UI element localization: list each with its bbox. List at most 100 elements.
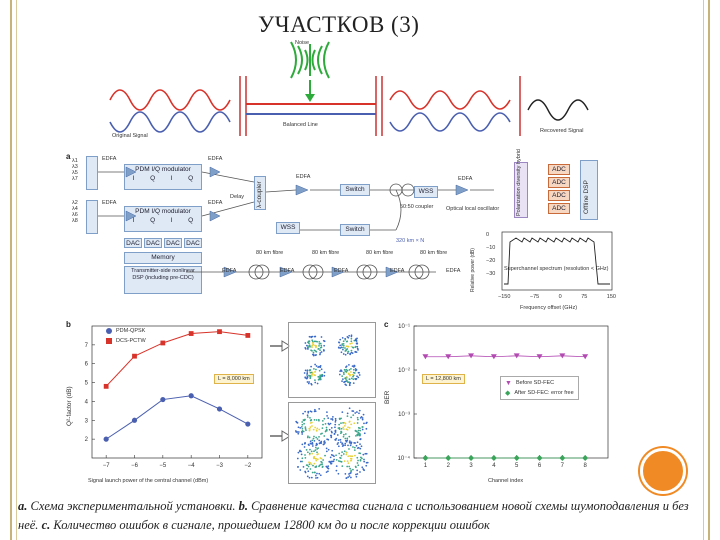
symbol-point	[338, 417, 341, 420]
symbol-point	[344, 422, 347, 425]
symbol-point	[304, 347, 307, 349]
data-point	[131, 417, 138, 423]
caption-a-text: Схема экспериментальной установки.	[27, 499, 239, 513]
x-tick-label: −3	[216, 463, 224, 469]
symbol-point	[314, 350, 317, 352]
symbol-point	[343, 433, 345, 436]
symbol-point	[347, 336, 350, 339]
symbol-point	[348, 373, 351, 376]
spectrum-xtick: −150	[498, 294, 511, 300]
symbol-point	[312, 464, 314, 467]
symbol-point	[355, 377, 358, 380]
symbol-point	[340, 351, 343, 354]
symbol-point	[312, 428, 315, 431]
symbol-point	[330, 427, 333, 429]
symbol-point	[350, 345, 353, 348]
symbol-point	[344, 353, 347, 356]
symbol-point	[344, 338, 347, 341]
symbol-point	[308, 436, 311, 439]
symbol-point	[353, 446, 356, 449]
symbol-point	[347, 476, 350, 478]
symbol-point	[318, 369, 321, 372]
y-tick-label: 2	[85, 437, 89, 443]
symbol-point	[347, 455, 350, 458]
adc-label: ADC	[552, 179, 566, 186]
symbol-point	[303, 446, 306, 448]
constellation-arrows	[270, 340, 290, 442]
symbol-point	[344, 442, 347, 445]
caption-b-label: b.	[238, 499, 248, 513]
symbol-point	[346, 465, 349, 468]
symbol-point	[318, 340, 321, 343]
symbol-point	[319, 366, 322, 369]
slide-decoration-dot	[640, 448, 686, 494]
symbol-point	[304, 454, 306, 456]
span-label: 80 km fibre	[420, 250, 448, 256]
symbol-point	[356, 433, 359, 436]
symbol-point	[354, 429, 357, 432]
input-label: λ5	[72, 170, 78, 176]
symbol-point	[361, 466, 364, 469]
symbol-point	[365, 452, 368, 455]
symbol-point	[315, 429, 318, 432]
symbol-point	[307, 410, 310, 413]
slide-left-rule	[10, 0, 12, 540]
symbol-point	[346, 348, 349, 350]
symbol-point	[314, 408, 316, 411]
mod-cell: Q	[188, 175, 194, 182]
input-label: λ8	[72, 218, 78, 224]
symbol-point	[336, 443, 339, 446]
symbol-point	[306, 451, 309, 454]
symbol-point	[332, 460, 335, 463]
constellation-clean	[288, 322, 376, 398]
symbol-point	[322, 443, 325, 446]
symbol-point	[350, 349, 353, 352]
symbol-point	[309, 426, 312, 429]
symbol-point	[356, 345, 359, 348]
symbol-point	[343, 460, 346, 463]
coupler-5050-label: 50:50 coupler	[400, 204, 434, 210]
data-point	[468, 353, 475, 359]
edfa-span-label: EDFA	[280, 268, 295, 274]
symbol-point	[297, 432, 300, 435]
symbol-point	[301, 427, 304, 430]
symbol-point	[307, 465, 310, 468]
symbol-point	[356, 469, 359, 472]
symbol-point	[325, 447, 328, 450]
legend-item: ◆ After SD-FEC: error free	[505, 388, 574, 398]
symbol-point	[320, 463, 322, 466]
symbol-point	[315, 442, 318, 445]
x-tick-label: 7	[561, 463, 565, 469]
data-point	[582, 455, 589, 461]
symbol-point	[351, 365, 354, 368]
symbol-point	[366, 461, 369, 464]
dac-row: DAC DAC DAC DAC	[124, 238, 202, 248]
symbol-point	[310, 463, 313, 466]
symbol-point	[321, 465, 324, 468]
symbol-point	[351, 342, 353, 345]
symbol-point	[303, 422, 305, 425]
symbol-point	[313, 455, 316, 458]
symbol-point	[327, 470, 329, 473]
symbol-point	[308, 428, 311, 430]
symbol-point	[354, 350, 357, 353]
symbol-point	[338, 373, 341, 376]
dac-label: DAC	[186, 240, 200, 247]
symbol-point	[314, 446, 317, 449]
symbol-point	[304, 369, 307, 372]
symbol-point	[356, 347, 359, 350]
symbol-point	[318, 428, 321, 431]
symbol-point	[341, 375, 344, 378]
symbol-point	[322, 459, 324, 461]
symbol-point	[310, 476, 313, 479]
symbol-point	[330, 462, 332, 465]
x-tick-label: 5	[515, 463, 519, 469]
constellation-noisy	[288, 402, 376, 484]
symbol-point	[334, 423, 337, 426]
symbol-point	[311, 452, 314, 455]
symbol-point	[361, 426, 364, 428]
symbol-point	[308, 375, 311, 377]
symbol-point	[339, 344, 342, 347]
symbol-point	[319, 474, 322, 477]
optical-lo-label: Optical local oscillator	[446, 206, 500, 212]
